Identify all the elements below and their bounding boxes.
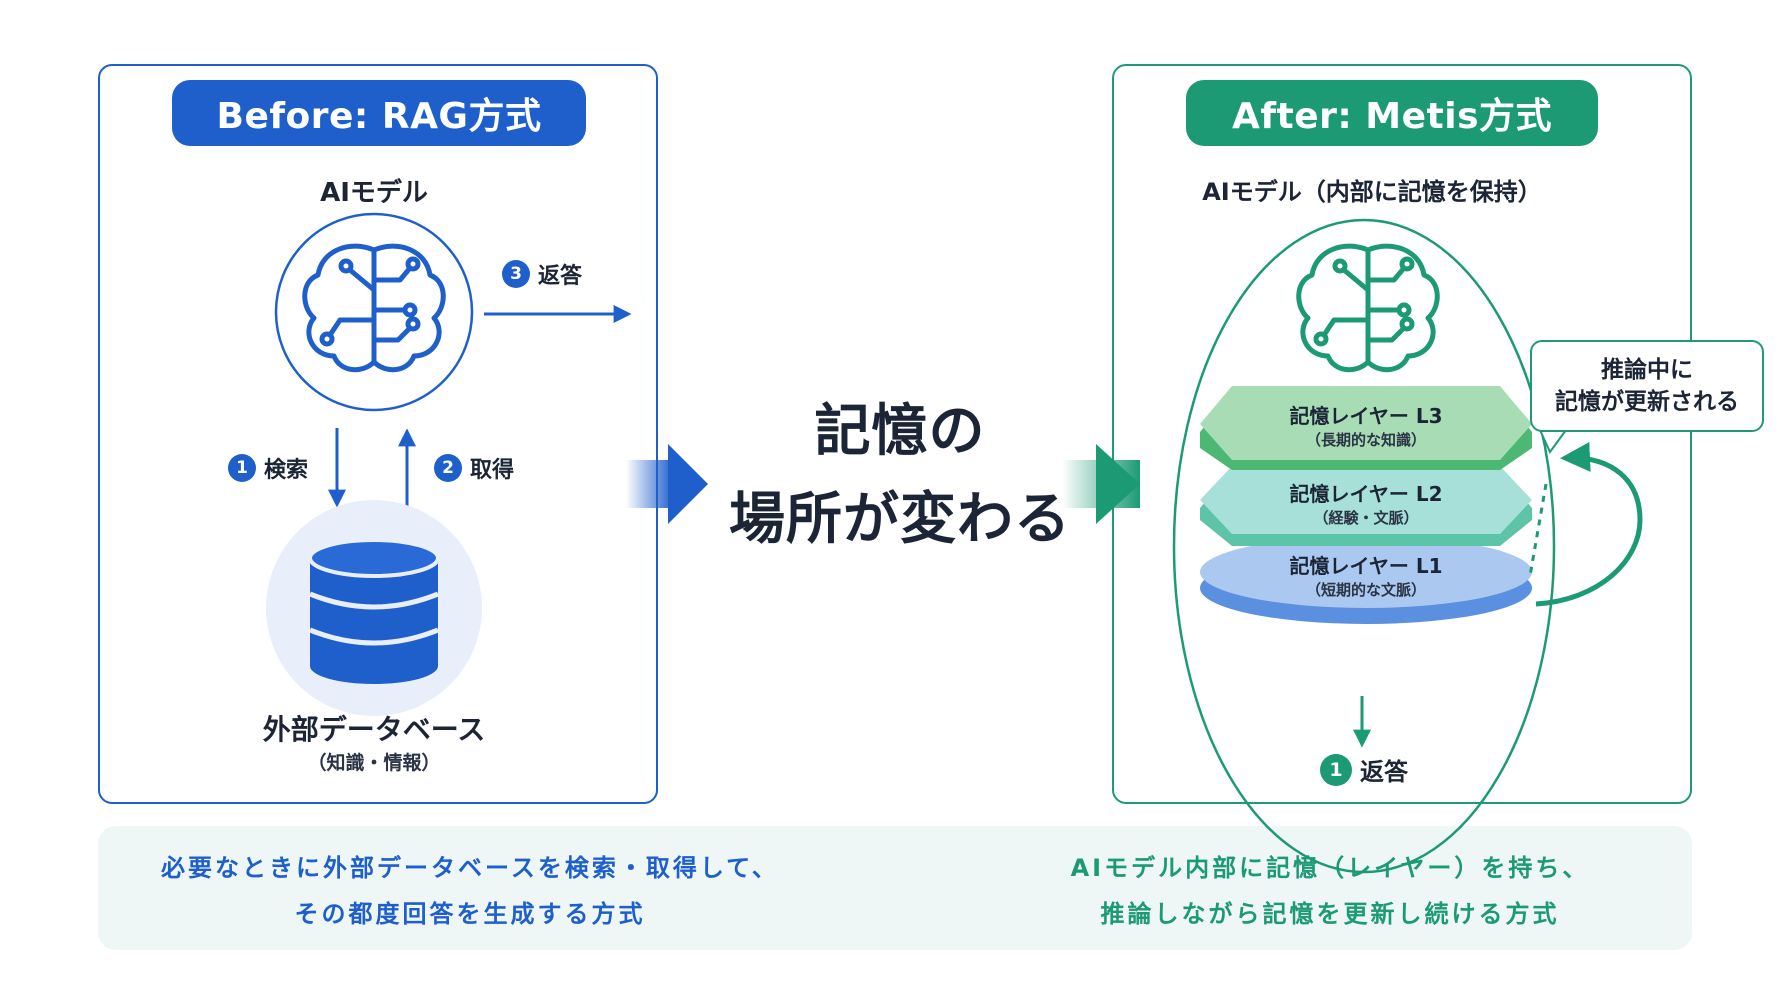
layer-l3: 記憶レイヤー L3 （長期的な知識） <box>1246 400 1486 450</box>
after-caption-line2: 推論しながら記憶を更新し続ける方式 <box>1100 900 1560 928</box>
layer-l3-sub: （長期的な知識） <box>1305 431 1426 449</box>
before-title: Before: RAG方式 <box>172 80 586 146</box>
callout-line2: 記憶が更新される <box>1555 389 1739 415</box>
after-model-label: AIモデル（内部に記憶を保持） <box>1202 178 1542 206</box>
after-step-reply-number: 1 <box>1320 753 1352 786</box>
after-title: After: Metis方式 <box>1186 80 1598 146</box>
after-caption-line1: AIモデル内部に記憶（レイヤー）を持ち、 <box>1070 854 1590 882</box>
model-oval <box>1172 218 1556 874</box>
before-model-label: AIモデル <box>320 178 428 208</box>
layer-l2-title: 記憶レイヤー L2 <box>1289 482 1443 506</box>
update-dashed-line <box>1528 483 1548 577</box>
layer-l3-title: 記憶レイヤー L3 <box>1289 404 1443 428</box>
database-icon <box>266 500 482 716</box>
layer-l1-sub: （短期的な文脈） <box>1305 581 1426 599</box>
layer-l2-sub: （経験・文脈） <box>1313 509 1419 527</box>
step-reply-label: 返答 <box>538 264 583 289</box>
step-get-label: 取得 <box>470 458 515 483</box>
center-arrow-green <box>1062 444 1140 524</box>
step-get-number: 2 <box>434 454 462 482</box>
step-reply-number: 3 <box>502 260 530 288</box>
center-heading-line1: 記憶の <box>814 399 986 464</box>
layer-l2-shape <box>1200 466 1532 546</box>
center-arrow-blue <box>626 444 708 524</box>
step-reply: 3 返答 <box>502 258 582 290</box>
after-brain-icon <box>1296 243 1440 373</box>
after-step-reply: 1 返答 <box>1320 752 1408 787</box>
layer-l1-shape <box>1200 536 1532 624</box>
update-callout: 推論中に 記憶が更新される <box>1530 340 1764 432</box>
callout-line1: 推論中に <box>1601 356 1693 383</box>
step-get: 2 取得 <box>434 452 514 484</box>
layer-l3-shape <box>1200 386 1532 470</box>
callout-tail <box>1539 429 1567 454</box>
database-label: 外部データベース <box>262 713 486 746</box>
before-caption-line1: 必要なときに外部データベースを検索・取得して、 <box>161 854 779 882</box>
database-sublabel: （知識・情報） <box>307 752 441 774</box>
center-heading-line2: 場所が変わる <box>729 487 1071 552</box>
layer-l1: 記憶レイヤー L1 （短期的な文脈） <box>1246 550 1486 600</box>
before-caption-line2: その都度回答を生成する方式 <box>294 900 646 928</box>
update-loop-arrow <box>1535 441 1643 607</box>
step-search-number: 1 <box>228 454 256 482</box>
before-brain-icon <box>274 212 474 412</box>
layer-l1-title: 記憶レイヤー L1 <box>1289 554 1443 578</box>
step-search-label: 検索 <box>264 458 309 483</box>
caption-band <box>98 826 1692 950</box>
after-step-reply-label: 返答 <box>1360 758 1408 786</box>
step-search: 1 検索 <box>228 452 308 484</box>
layer-l2: 記憶レイヤー L2 （経験・文脈） <box>1246 478 1486 528</box>
